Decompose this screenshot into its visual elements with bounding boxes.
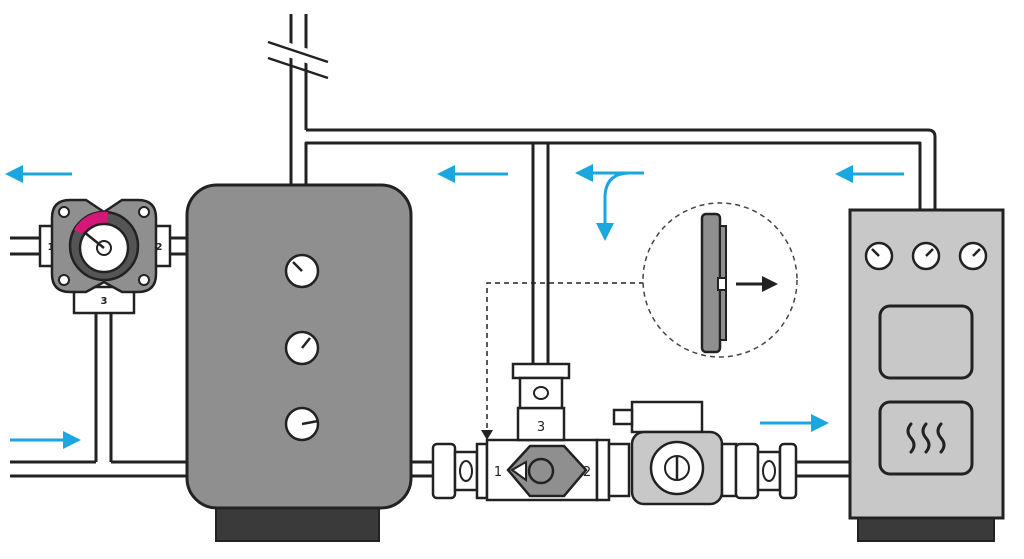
union-nut bbox=[734, 442, 760, 500]
valve-sensor bbox=[527, 457, 555, 485]
riser-pipe bbox=[289, 14, 308, 185]
bottom-left-pipe bbox=[10, 460, 188, 478]
flow-arrow-icon bbox=[596, 171, 631, 241]
pipe-network bbox=[10, 14, 937, 478]
flange-bolt bbox=[138, 206, 150, 218]
expansion-arrow-icon bbox=[736, 276, 778, 292]
gauge-icon bbox=[284, 330, 320, 366]
flow-arrows bbox=[5, 164, 904, 449]
boiler-panel bbox=[878, 304, 974, 380]
gauge-icon bbox=[864, 241, 894, 271]
supply-pipe-outer bbox=[306, 128, 937, 210]
valve-direction-icon bbox=[510, 460, 527, 482]
gauge-icon bbox=[911, 241, 941, 271]
thermostat-leader-line bbox=[486, 282, 644, 434]
gauge-icon bbox=[284, 406, 320, 442]
mixing-valve: 3 1 2 bbox=[38, 198, 172, 315]
pump-terminal-box bbox=[630, 400, 704, 434]
boiler bbox=[848, 208, 1005, 542]
port3-nut bbox=[511, 362, 571, 380]
union-nut bbox=[431, 442, 457, 500]
storage-tank bbox=[185, 183, 413, 542]
gauge-icon bbox=[284, 253, 320, 289]
valve-port3-pipe bbox=[94, 310, 113, 462]
return-pipe bbox=[795, 460, 852, 478]
thermostat-icon bbox=[700, 212, 727, 354]
unit-port-3-label: 3 bbox=[537, 420, 545, 435]
valve-position-indicator bbox=[74, 211, 108, 236]
thermostat-detail bbox=[642, 202, 798, 358]
flange-bolt bbox=[138, 274, 150, 286]
supply-pipe-inner bbox=[304, 141, 922, 210]
pipe-break-symbol bbox=[267, 37, 329, 80]
flange-bolt bbox=[58, 206, 70, 218]
charging-unit: 1 2 3 bbox=[431, 282, 798, 506]
tee-pipe bbox=[531, 143, 550, 365]
tank-base bbox=[215, 504, 380, 542]
valve-port-2-label: 2 bbox=[156, 242, 163, 253]
flange-bolt bbox=[58, 274, 70, 286]
unit-port-2-label: 2 bbox=[583, 465, 591, 480]
heat-waves-icon bbox=[906, 422, 946, 454]
unit-port-1-label: 1 bbox=[494, 465, 502, 480]
gauge-icon bbox=[958, 241, 988, 271]
valve-port-3-label: 3 bbox=[101, 296, 108, 307]
